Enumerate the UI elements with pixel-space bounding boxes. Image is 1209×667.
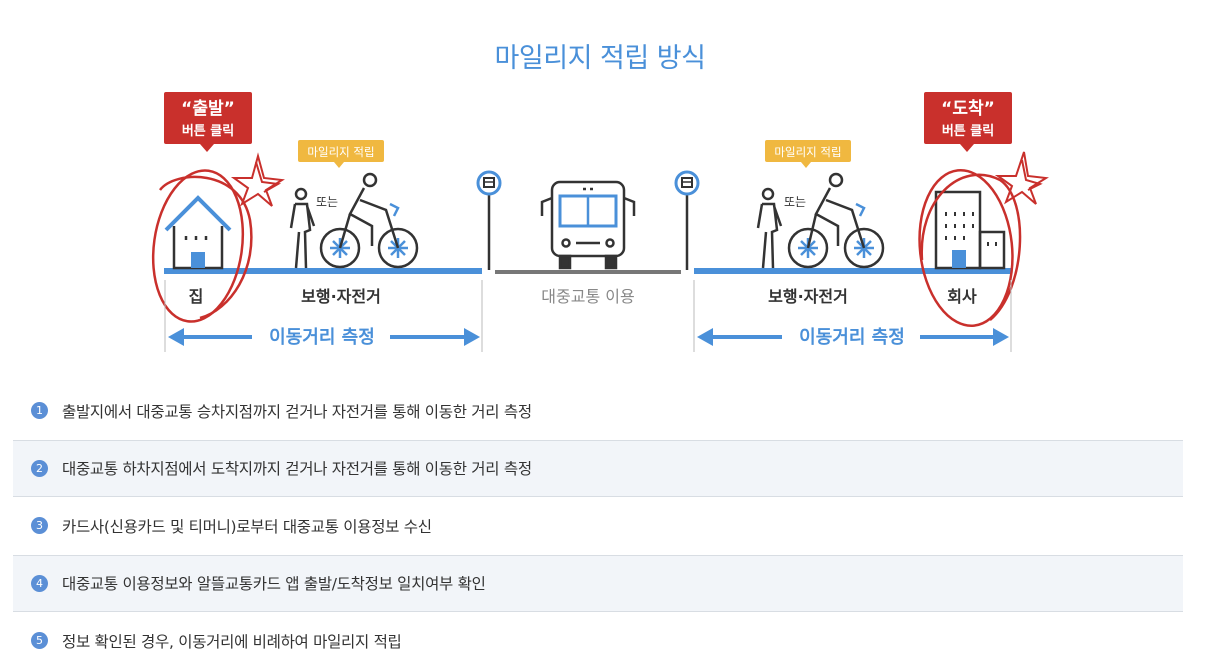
step-item: 1 출발지에서 대중교통 승차지점까지 걷거나 자전거를 통해 이동한 거리 측… xyxy=(13,382,1183,440)
step-text: 대중교통 하차지점에서 도착지까지 걷거나 자전거를 통해 이동한 거리 측정 xyxy=(62,460,532,479)
company-label: 회사 xyxy=(947,287,977,306)
house-icon xyxy=(164,195,232,270)
start-callout-sub: 버튼 클릭 xyxy=(182,123,234,139)
or-label-right: 또는 xyxy=(784,195,806,209)
mileage-badge-left-label: 마일리지 적립 xyxy=(307,145,374,159)
end-highlight-circle xyxy=(918,169,1022,327)
step-text: 정보 확인된 경우, 이동거리에 비례하여 마일리지 적립 xyxy=(62,632,402,651)
step-number-badge: 2 xyxy=(31,459,48,477)
step-item: 4 대중교통 이용정보와 알뜰교통카드 앱 출발/도착정보 일치여부 확인 xyxy=(13,554,1183,612)
mileage-badge-left: 마일리지 적립 xyxy=(298,140,384,168)
mileage-badge-right: 마일리지 적립 xyxy=(765,140,851,168)
bicycle-icon-left xyxy=(319,172,419,269)
bus-stop-icon-right xyxy=(674,170,700,270)
end-callout: “도착” 버튼 클릭 xyxy=(924,92,1012,152)
measure-arrow-left: 이동거리 측정 xyxy=(164,280,483,352)
walker-icon-right xyxy=(756,187,783,269)
page-title: 마일리지 적립 방식 xyxy=(494,43,706,74)
mileage-badge-right-label: 마일리지 적립 xyxy=(774,145,841,159)
walk-bike-label-right: 보행·자전거 xyxy=(768,287,848,306)
step-number-badge: 1 xyxy=(31,402,48,420)
measure-label-right: 이동거리 측정 xyxy=(799,327,905,348)
step-text: 카드사(신용카드 및 티머니)로부터 대중교통 이용정보 수신 xyxy=(62,517,432,536)
ground-line-transit xyxy=(495,270,681,274)
walker-icon-left xyxy=(289,187,316,269)
step-number-badge: 5 xyxy=(31,632,48,650)
step-item: 3 카드사(신용카드 및 티머니)로부터 대중교통 이용정보 수신 xyxy=(13,497,1183,555)
home-label: 집 xyxy=(189,287,204,306)
start-callout-quote: “출발” xyxy=(181,99,235,119)
transit-label: 대중교통 이용 xyxy=(541,287,634,306)
step-list: 1 출발지에서 대중교통 승차지점까지 걷거나 자전거를 통해 이동한 거리 측… xyxy=(13,382,1183,667)
measure-arrow-right: 이동거리 측정 xyxy=(693,280,1012,352)
ground-line-right xyxy=(694,268,1012,274)
walk-bike-label-left: 보행·자전거 xyxy=(301,287,381,306)
end-star-icon xyxy=(994,151,1049,205)
measure-label-left: 이동거리 측정 xyxy=(269,327,375,348)
building-icon xyxy=(934,190,1006,270)
bus-icon xyxy=(540,180,636,270)
or-label-left: 또는 xyxy=(316,195,338,209)
end-callout-sub: 버튼 클릭 xyxy=(942,123,994,139)
step-item: 5 정보 확인된 경우, 이동거리에 비례하여 마일리지 적립 xyxy=(13,612,1183,667)
bus-stop-icon-left xyxy=(476,170,502,270)
start-callout: “출발” 버튼 클릭 xyxy=(164,92,252,152)
step-number-badge: 4 xyxy=(31,574,48,592)
step-text: 대중교통 이용정보와 알뜰교통카드 앱 출발/도착정보 일치여부 확인 xyxy=(62,575,486,594)
end-callout-quote: “도착” xyxy=(941,99,995,119)
step-text: 출발지에서 대중교통 승차지점까지 걷거나 자전거를 통해 이동한 거리 측정 xyxy=(62,402,532,421)
bicycle-icon-right xyxy=(787,172,885,269)
mileage-flow-diagram: “출발” 버튼 클릭 “도착” 버튼 클릭 마일리지 적립 마일리지 적립 xyxy=(151,92,1049,352)
step-number-badge: 3 xyxy=(31,517,48,535)
ground-line-left xyxy=(164,268,482,274)
step-item: 2 대중교통 하차지점에서 도착지까지 걷거나 자전거를 통해 이동한 거리 측… xyxy=(13,439,1183,497)
start-highlight-circle xyxy=(151,169,253,323)
start-star-icon xyxy=(230,152,285,207)
